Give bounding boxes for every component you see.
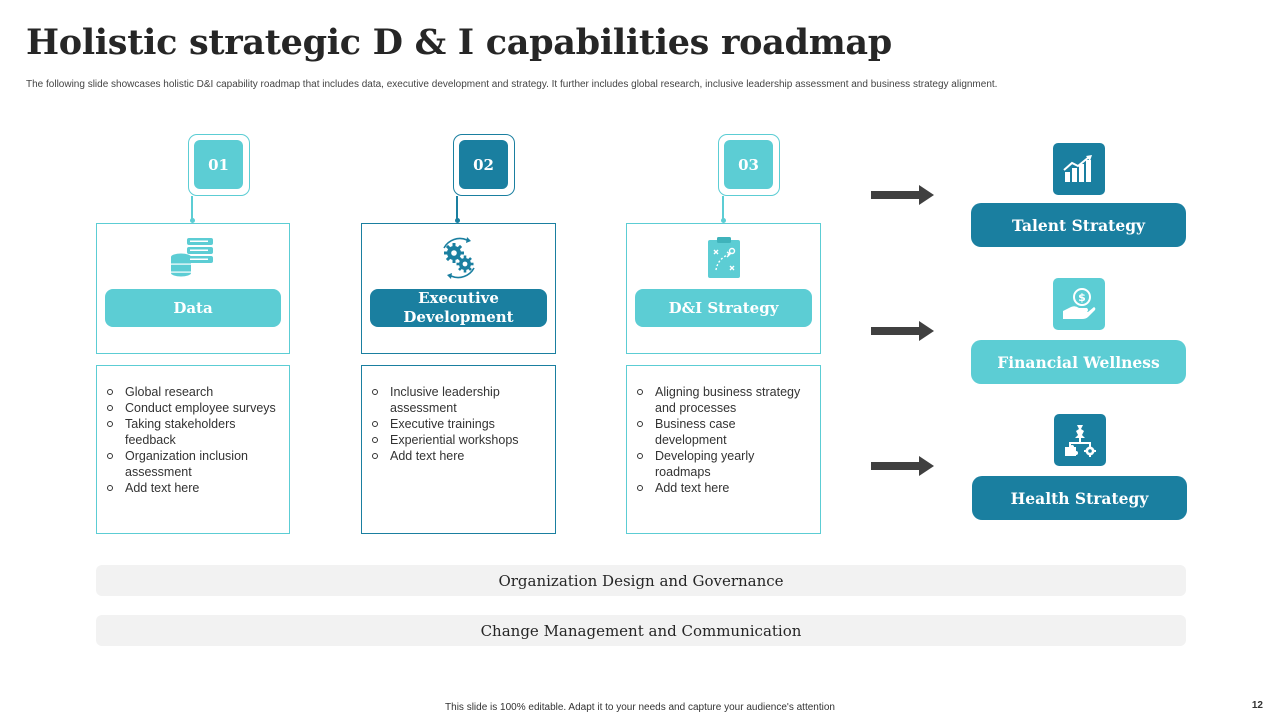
list-item: Add text here xyxy=(107,480,277,496)
gears-icon xyxy=(437,236,481,285)
connector-dot-02 xyxy=(454,218,460,223)
list-item: Developing yearly roadmaps xyxy=(637,448,808,480)
list-item: Add text here xyxy=(637,480,808,496)
column-label-di-strategy: D&I Strategy xyxy=(635,289,812,327)
column-card-di-strategy: D&I Strategy xyxy=(626,223,821,354)
list-item: Conduct employee surveys xyxy=(107,400,277,416)
band-change-management: Change Management and Communication xyxy=(96,615,1186,646)
band-organization-design: Organization Design and Governance xyxy=(96,565,1186,596)
connector-line-03 xyxy=(722,196,724,221)
connector-line-01 xyxy=(191,196,193,221)
list-item: Business case development xyxy=(637,416,808,448)
database-icon xyxy=(169,236,217,285)
arrow-right-icon xyxy=(871,456,934,476)
arrow-right-icon xyxy=(871,185,934,205)
step-number-frame-03: 03 xyxy=(718,134,780,196)
list-item: Organization inclusion assessment xyxy=(107,448,277,480)
list-item: Inclusive leadership assessment xyxy=(372,384,543,416)
strategy-talent: Talent Strategy xyxy=(971,203,1186,247)
step-number-frame-02: 02 xyxy=(453,134,515,196)
column-list-executive-development: Inclusive leadership assessment Executiv… xyxy=(361,365,556,534)
footer-note: This slide is 100% editable. Adapt it to… xyxy=(445,702,835,713)
list-item: Add text here xyxy=(372,448,543,464)
list-item: Aligning business strategy and processes xyxy=(637,384,808,416)
step-number-02: 02 xyxy=(459,140,508,189)
page-title: Holistic strategic D & I capabilities ro… xyxy=(26,22,892,63)
step-number-03: 03 xyxy=(724,140,773,189)
arrow-right-icon xyxy=(871,321,934,341)
connector-dot-03 xyxy=(720,218,726,223)
column-label-executive-development: Executive Development xyxy=(370,289,547,327)
step-number-frame-01: 01 xyxy=(188,134,250,196)
money-hand-icon: $ xyxy=(1053,278,1105,330)
page-subtitle: The following slide showcases holistic D… xyxy=(26,79,998,90)
list-item: Taking stakeholders feedback xyxy=(107,416,277,448)
strategy-financial-wellness: Financial Wellness xyxy=(971,340,1186,384)
column-card-data: Data xyxy=(96,223,290,354)
connector-dot-01 xyxy=(189,218,195,223)
strategy-health: Health Strategy xyxy=(972,476,1187,520)
chess-puzzle-icon xyxy=(1054,414,1106,466)
list-item: Experiential workshops xyxy=(372,432,543,448)
list-item: Global research xyxy=(107,384,277,400)
svg-text:$: $ xyxy=(1078,291,1086,304)
connector-line-02 xyxy=(456,196,458,221)
step-number-01: 01 xyxy=(194,140,243,189)
column-label-data: Data xyxy=(105,289,281,327)
list-item: Executive trainings xyxy=(372,416,543,432)
page-number: 12 xyxy=(1251,700,1263,711)
column-list-data: Global research Conduct employee surveys… xyxy=(96,365,290,534)
strategy-board-icon xyxy=(706,236,742,285)
column-list-di-strategy: Aligning business strategy and processes… xyxy=(626,365,821,534)
column-card-executive-development: Executive Development xyxy=(361,223,556,354)
growth-chart-icon xyxy=(1053,143,1105,195)
